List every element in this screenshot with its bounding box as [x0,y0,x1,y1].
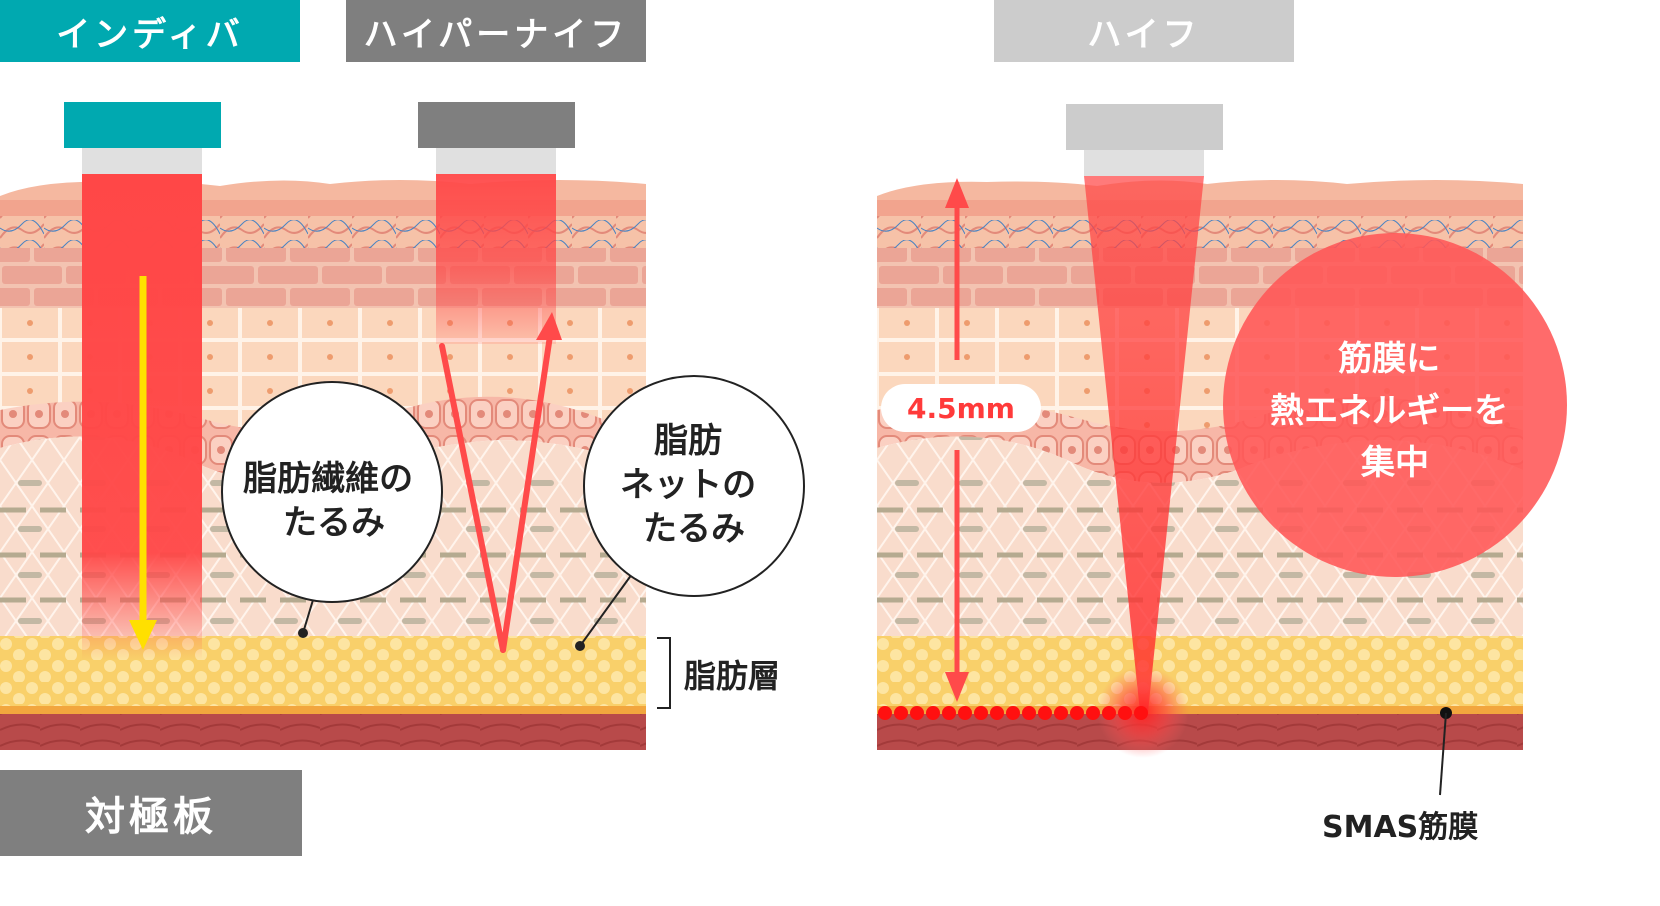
svg-text:筋膜に 熱エネルギーを 集中: 筋膜に 熱エネルギーを 集中 [1270,339,1520,483]
net-sagging-bubble: 脂肪 ネットの たるみ [575,375,805,651]
fiber-bubble-line-2: たるみ [283,503,385,543]
hifu-header: ハイフ [994,0,1294,62]
hyper-knife-header-label: ハイパーナイフ [363,14,629,55]
hifu-probe-tip [1084,150,1204,176]
hyper-knife-probe-tip [436,148,556,174]
fat-layer-bracket [657,637,671,709]
depth-arrow-down-icon [945,672,969,702]
hifu-probe-head [1066,104,1223,150]
hifu-header-label: ハイフ [1087,14,1201,55]
svg-text:脂肪繊維の たるみ: 脂肪繊維の たるみ [243,459,425,543]
return-electrode-label: 対極板 [85,794,217,840]
fiber-sagging-bubble: 脂肪繊維の たるみ [221,381,443,638]
return-electrode-label-box: 対極板 [0,770,302,856]
net-bubble-line-3: たるみ [643,509,745,549]
fascia-heat-circle: 筋膜に 熱エネルギーを 集中 [1223,233,1567,577]
hifu-beam [1084,176,1204,712]
indiba-depth-arrow [129,276,157,650]
v-arrow-head-icon [536,312,562,340]
net-bubble-line-1: 脂肪 [654,421,722,461]
focus-circle-line-2: 熱エネルギーを [1270,391,1508,431]
fiber-bubble-line-1: 脂肪繊維の [243,459,413,499]
net-bubble-line-2: ネットの [620,465,756,505]
hyper-knife-v-arrow [439,333,553,653]
depth-label-pill [881,384,1041,432]
depth-arrow-up-icon [945,178,969,208]
smas-label: SMAS筋膜 [1322,810,1479,845]
indiba-header-label: インディバ [56,14,244,55]
indiba-probe-head [64,102,221,148]
smas-leader-line [1439,707,1452,796]
depth-label: 4.5mm [907,392,1015,425]
indiba-probe-tip [82,148,202,174]
fat-layer-label: 脂肪層 [684,657,781,695]
svg-text:脂肪 ネットの たるみ: 脂肪 ネットの たるみ [620,421,768,549]
hyper-knife-probe-head [418,102,575,148]
smas-heat-dots [878,706,1148,720]
indiba-header: インディバ [0,0,300,62]
hyper-knife-header: ハイパーナイフ [346,0,646,62]
hyper-knife-beam [436,174,556,344]
focus-circle-line-3: 集中 [1360,443,1429,483]
focus-circle-line-1: 筋膜に [1338,339,1440,379]
